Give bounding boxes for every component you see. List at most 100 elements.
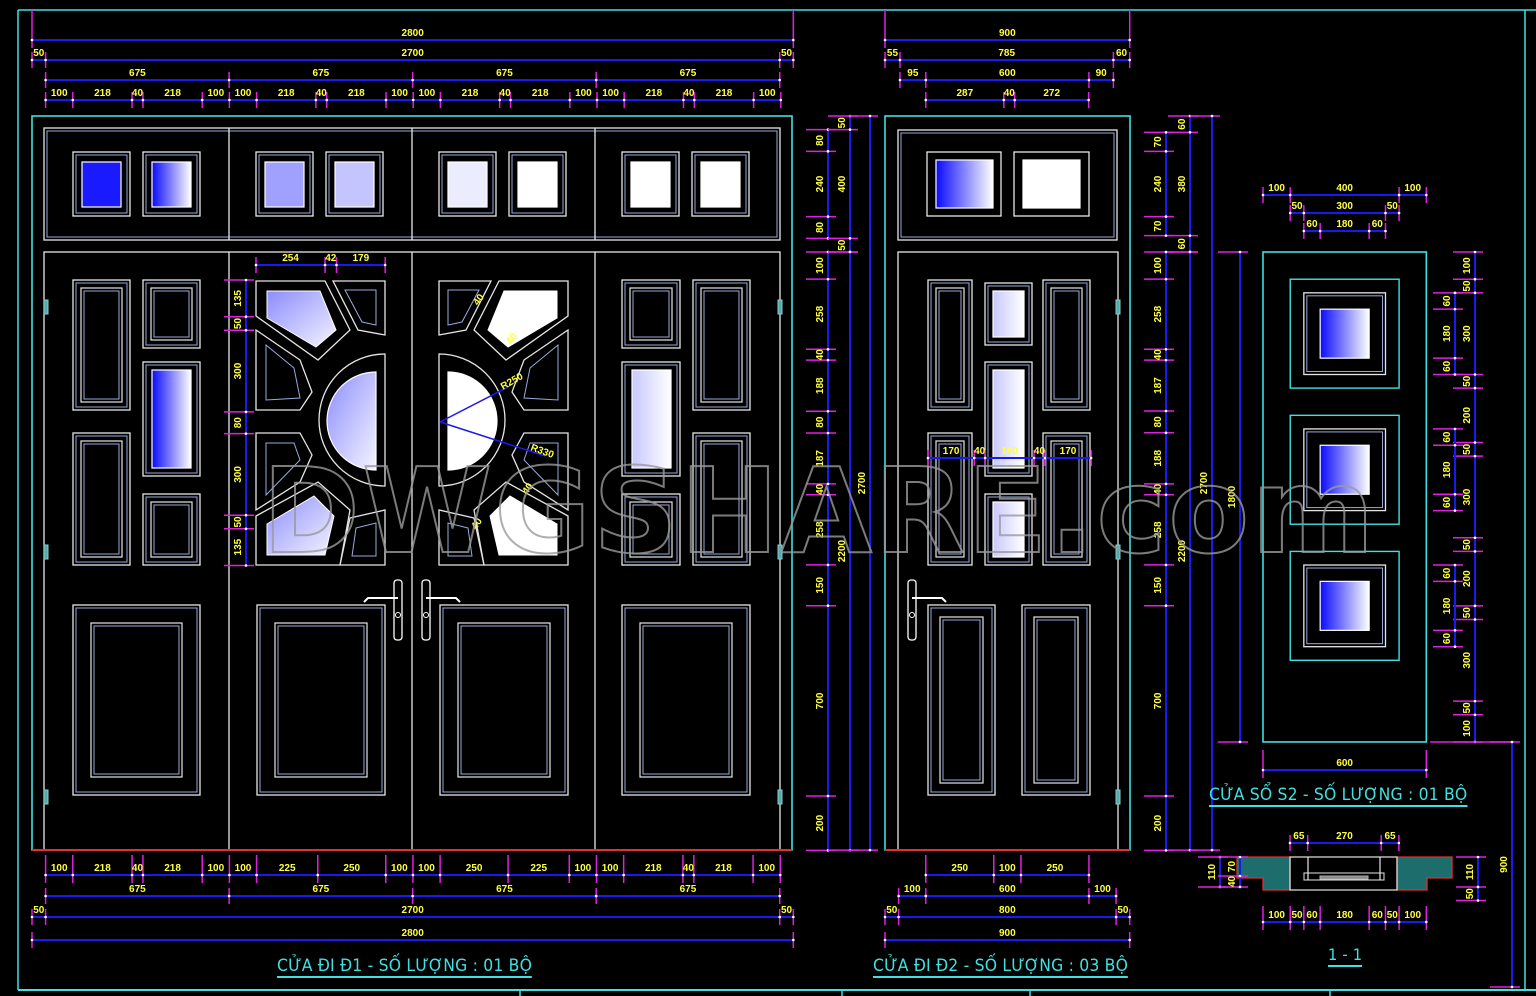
d1-leaf3-radial-glass xyxy=(487,290,558,348)
watermark-logo: DWGSHARE.com xyxy=(262,442,1376,580)
dimension-tick xyxy=(244,432,248,435)
door-panel-bead xyxy=(930,435,970,563)
d1-bottom-sub-label: 100 xyxy=(418,863,435,874)
s2-sash-opening xyxy=(1289,414,1400,525)
door-panel xyxy=(984,282,1033,346)
dimension-tick xyxy=(1473,277,1477,281)
dimension-tick xyxy=(778,78,782,82)
dimension-tick xyxy=(1397,193,1401,197)
section-bottom-label: 50 xyxy=(1387,910,1399,921)
s2-right-outer-label: 50 xyxy=(1462,539,1473,551)
d1-top-sub-label: 100 xyxy=(418,88,435,99)
d2-glass-top xyxy=(992,290,1025,338)
door-panel-raised xyxy=(80,287,123,403)
hinge-icon xyxy=(1115,299,1121,315)
dimension-tick xyxy=(1453,356,1457,360)
dimension-tick xyxy=(924,78,928,82)
d1-bottom-sub-label: 40 xyxy=(132,863,144,874)
dimension-tick xyxy=(1089,456,1093,460)
door-panel-raised xyxy=(935,287,965,403)
door-panel-bead xyxy=(695,282,748,408)
dimension-tick xyxy=(1112,58,1115,62)
dimension-tick xyxy=(924,894,928,898)
d1-leaf2-radial-glass xyxy=(266,290,337,348)
dimension-tick xyxy=(141,98,145,102)
d1-top-sub-label: 218 xyxy=(645,88,662,99)
door-panel xyxy=(142,361,201,477)
d1-leaf2-radial-glass xyxy=(266,495,335,556)
door-panel-raised-bead xyxy=(632,290,670,338)
dimension-tick xyxy=(1453,580,1457,583)
s2-bottom-width-label: 600 xyxy=(1336,758,1353,769)
dimension-tick xyxy=(1261,193,1265,197)
door-panel-raised xyxy=(939,616,984,784)
dimension-tick xyxy=(1473,604,1477,608)
d1-top-sub-label: 40 xyxy=(132,88,144,99)
dimension-tick xyxy=(1164,215,1168,218)
dimension-tick xyxy=(1128,38,1132,42)
dimension-tick xyxy=(1453,509,1457,512)
door-panel-raised xyxy=(1050,287,1083,403)
d1-right-leaf-label: 188 xyxy=(815,377,826,394)
dimension-tick xyxy=(1453,427,1457,431)
d2-bottom-panels-label: 100 xyxy=(999,863,1016,874)
d1-bottom-sub-label: 218 xyxy=(715,863,732,874)
door-panel-raised-bead xyxy=(938,290,962,400)
dimension-tick xyxy=(1128,915,1132,919)
dimension-tick xyxy=(751,873,755,877)
dimension-tick xyxy=(1164,604,1168,607)
dimension-tick xyxy=(1043,456,1047,460)
d2-right-overall-label: 2700 xyxy=(1199,472,1210,495)
d2-panel-dims-label: 170 xyxy=(943,446,960,457)
door-panel-bead xyxy=(695,435,748,563)
s2-glass xyxy=(1319,444,1370,495)
d1-top-sub-label: 218 xyxy=(164,88,181,99)
dimension-tick xyxy=(1302,920,1306,924)
d1-bottom-sub-label: 225 xyxy=(530,863,547,874)
dimension-tick xyxy=(595,873,598,877)
dimension-tick xyxy=(244,513,248,517)
dimension-tick xyxy=(778,58,782,62)
door-panel-bead xyxy=(624,282,678,346)
dimension-tick xyxy=(868,114,872,118)
dimension-tick xyxy=(1164,250,1168,254)
dimension-tick xyxy=(314,98,318,102)
d2-panel-dims-label: 180 xyxy=(1001,446,1018,457)
d2-top-leaf-label: 90 xyxy=(1096,68,1108,79)
d1-bottom-inner-label: 50 xyxy=(33,905,45,916)
door-panel xyxy=(621,279,681,349)
s2-right-outer-label: 300 xyxy=(1462,652,1473,669)
dimension-tick xyxy=(255,873,258,877)
d2-right-leaf-label: 188 xyxy=(1153,450,1164,467)
d1-top-sub-label: 100 xyxy=(235,88,252,99)
dimension-tick xyxy=(826,277,830,281)
dimension-tick xyxy=(1112,78,1115,82)
d1-right-leaf-label: 258 xyxy=(815,521,826,538)
dimension-tick xyxy=(1164,409,1168,413)
d1-bottom-sub-label: 250 xyxy=(343,863,360,874)
d1-transom-sash xyxy=(142,151,201,217)
dimension-tick xyxy=(1397,841,1401,845)
dimension-tick xyxy=(1164,493,1168,497)
d2-right-leaf-label: 80 xyxy=(1153,416,1164,428)
d2-panel-dims-label: 170 xyxy=(1060,446,1077,457)
d1-transom-glass xyxy=(517,161,558,208)
section-window-frame xyxy=(1289,856,1398,891)
door-panel xyxy=(256,604,386,796)
d1-transom-glass xyxy=(151,161,192,208)
s2-top-frame-label: 300 xyxy=(1336,201,1353,212)
dimension-tick xyxy=(228,873,231,877)
dimension-tick xyxy=(826,358,830,362)
dimension-tick xyxy=(1087,78,1091,82)
dimension-tick xyxy=(1318,229,1322,233)
dimension-tick xyxy=(826,482,830,486)
door-panel xyxy=(621,604,751,796)
d1-leaf-top-label: 42 xyxy=(325,253,337,264)
door-panel-raised-bead xyxy=(277,625,365,775)
keyhole-icon xyxy=(395,612,401,618)
s2-right-glass-1-label: 60 xyxy=(1442,360,1453,372)
d1-bottom-sub-label: 250 xyxy=(466,863,483,874)
d1-bottom-sub-label: 225 xyxy=(279,863,296,874)
dimension-tick xyxy=(826,347,830,351)
d1-bottom-sub-label: 100 xyxy=(575,863,592,874)
